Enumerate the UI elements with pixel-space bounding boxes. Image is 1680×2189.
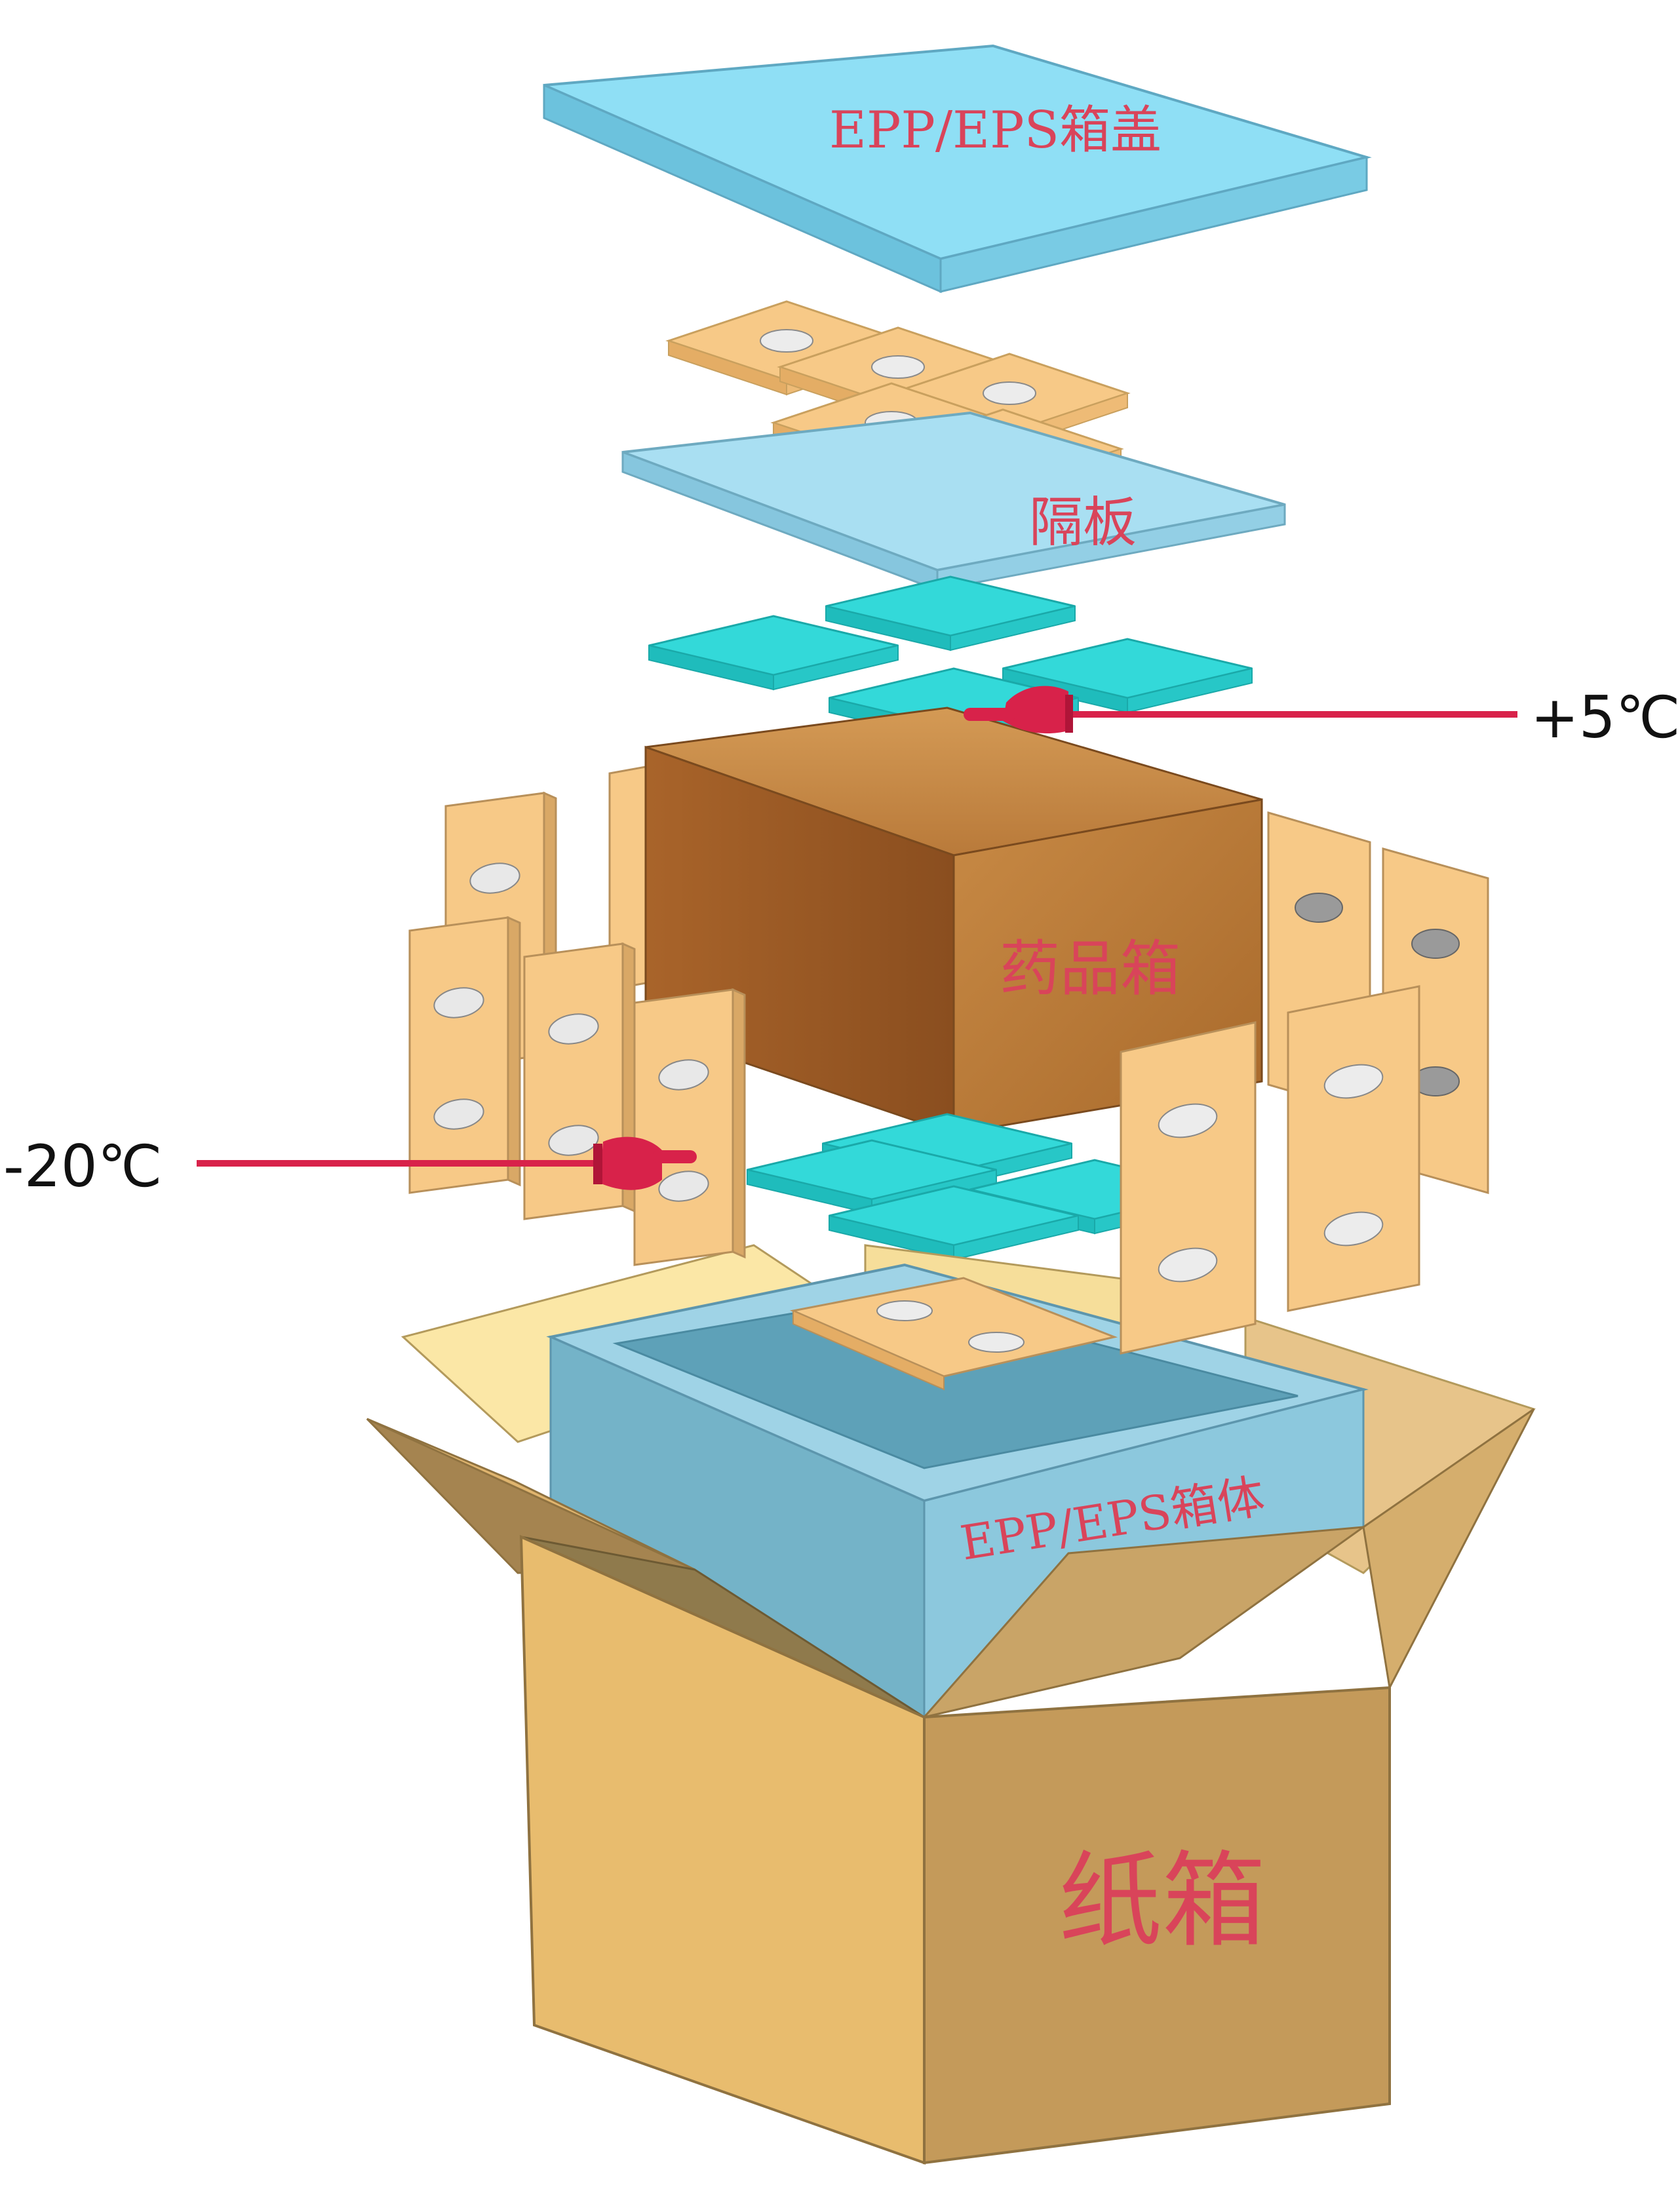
divider-label: 隔板 bbox=[1029, 492, 1137, 554]
upper-temperature-label: +5℃ bbox=[1531, 684, 1680, 751]
lower-temperature-pointer bbox=[197, 1136, 697, 1190]
lid: EPP/EPS箱盖 bbox=[543, 44, 1372, 294]
pointing-hand-icon bbox=[593, 1136, 697, 1190]
lower-temperature-label: -20℃ bbox=[3, 1133, 163, 1200]
carton: 纸箱 bbox=[366, 1408, 1535, 2165]
right-side-panels-front bbox=[1120, 985, 1420, 1355]
upper-temperature-pointer bbox=[964, 686, 1517, 734]
carton-label: 纸箱 bbox=[1059, 1841, 1266, 1962]
divider: 隔板 bbox=[621, 411, 1286, 592]
bottom-insulation-panel bbox=[789, 1277, 1118, 1391]
pointing-hand-icon bbox=[964, 686, 1073, 734]
medicine-box-label: 药品箱 bbox=[1000, 934, 1181, 1004]
lid-label: EPP/EPS箱盖 bbox=[829, 101, 1162, 160]
